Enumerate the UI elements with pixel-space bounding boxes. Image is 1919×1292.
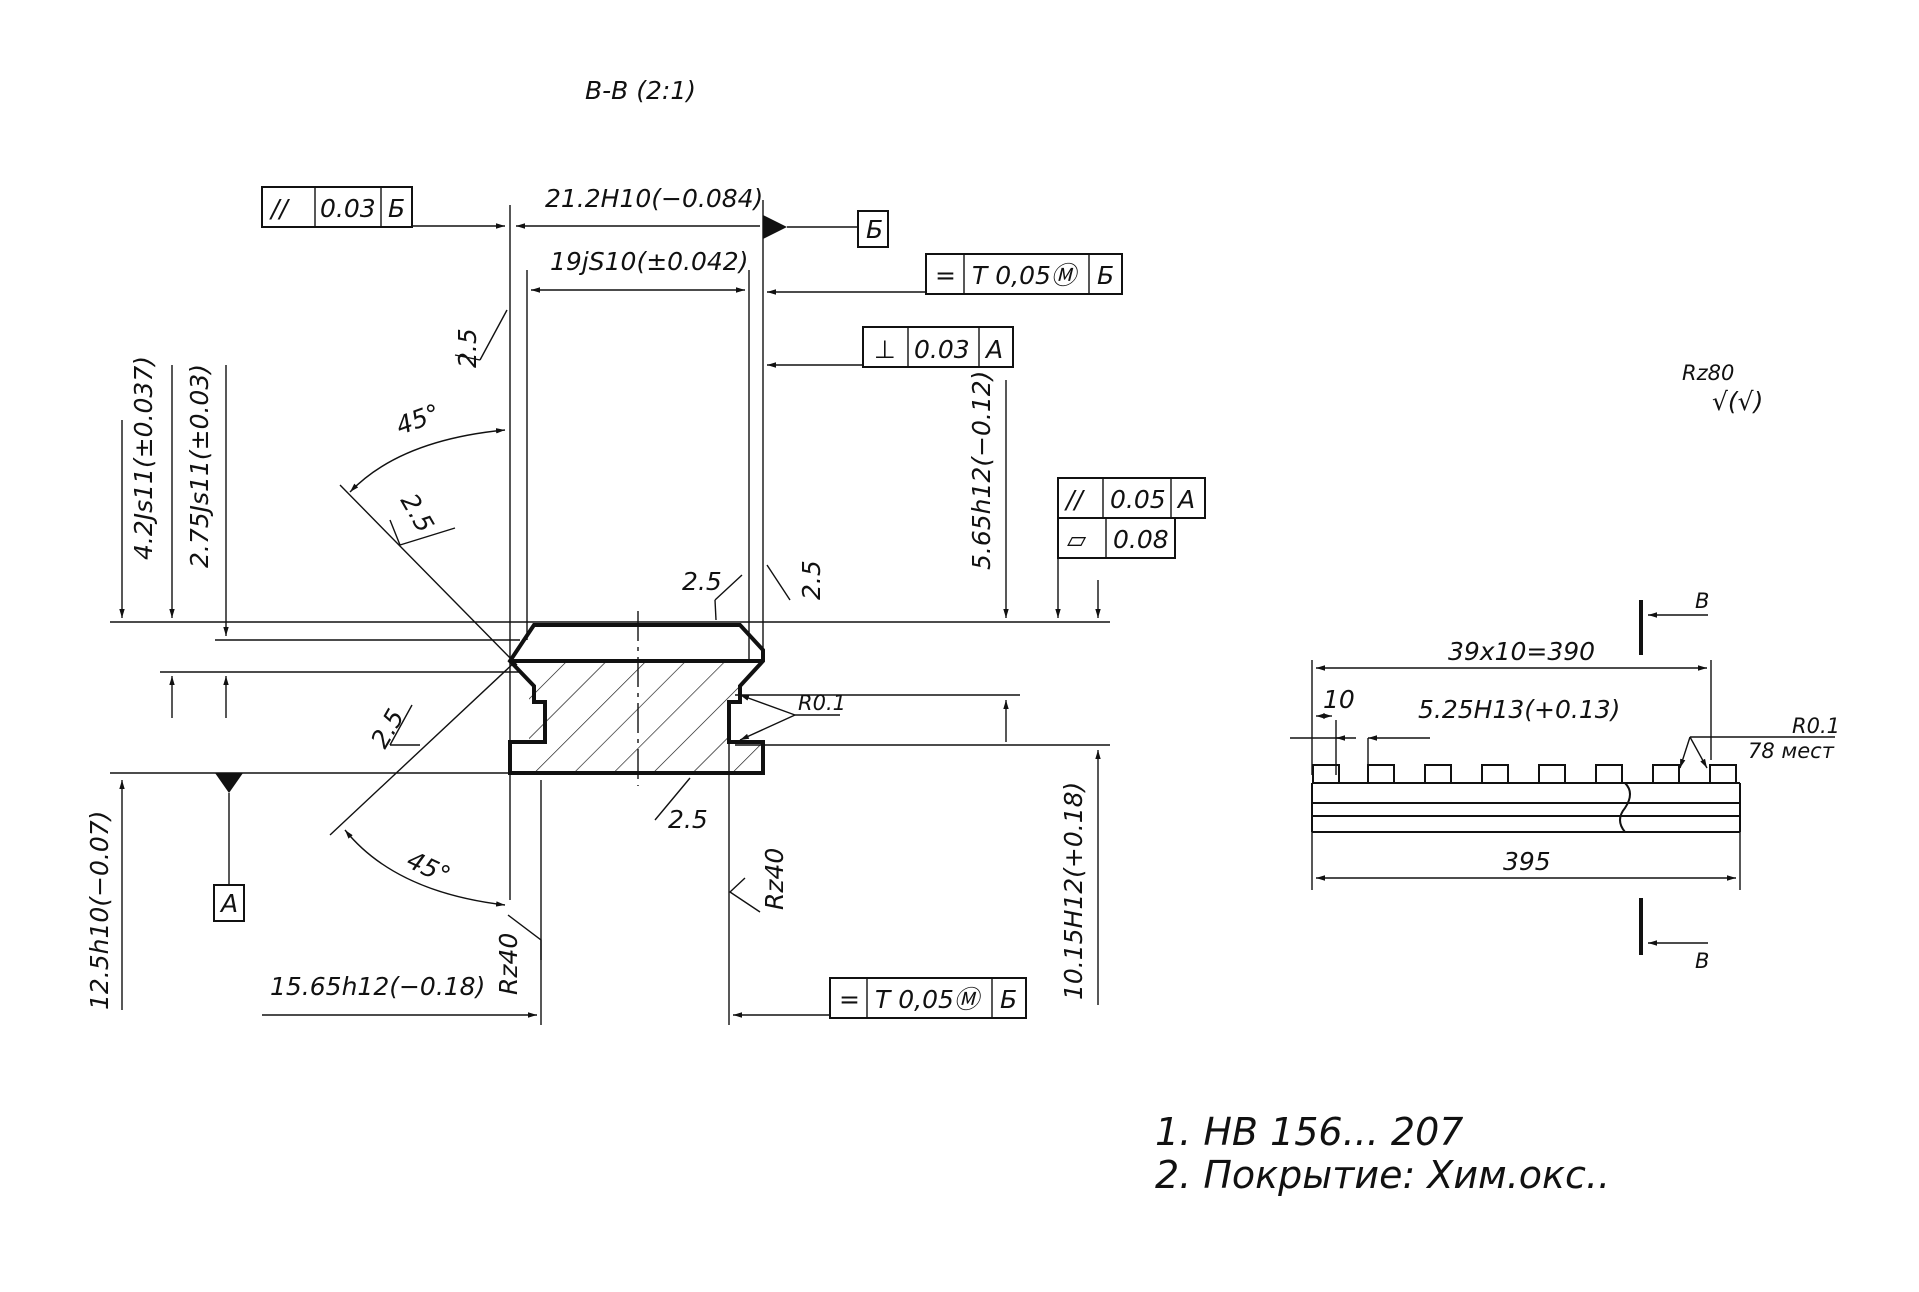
svg-text:T 0,05Ⓜ: T 0,05Ⓜ bbox=[875, 985, 983, 1014]
tolerance-frame-parallel-top: // 0.03 Б bbox=[261, 186, 413, 228]
svg-text:0.03: 0.03 bbox=[320, 194, 376, 223]
svg-text://: // bbox=[269, 194, 290, 223]
dimension-height-12-5: 12.5h10(−0.07) bbox=[85, 811, 114, 1010]
tolerance-frame-symmetry-bottom: = T 0,05Ⓜ Б bbox=[829, 977, 1027, 1019]
dimension-overall-length: 395 bbox=[1503, 847, 1551, 876]
svg-text://: // bbox=[1064, 485, 1085, 514]
dimension-pitch-unit: 10 bbox=[1323, 685, 1355, 714]
svg-text:2.5: 2.5 bbox=[453, 328, 482, 368]
tolerance-frame-parallel-right: // 0.05 A bbox=[1057, 477, 1206, 519]
radius-callout: R0.1 bbox=[798, 691, 846, 715]
extension-lines-horizontal bbox=[110, 621, 1110, 774]
section-mark-bottom: В bbox=[1639, 898, 1709, 973]
svg-text:2.5: 2.5 bbox=[395, 489, 440, 538]
places-note: 78 мест bbox=[1748, 739, 1835, 763]
svg-text:0.05: 0.05 bbox=[1110, 485, 1166, 514]
roughness-rz40-right: Rz40 bbox=[728, 848, 789, 913]
dimension-height-10-15: 10.15H12(+0.18) bbox=[1059, 782, 1088, 1000]
svg-text:0.03: 0.03 bbox=[914, 335, 970, 364]
profile-hatched-area bbox=[529, 661, 763, 774]
datum-a-triangle bbox=[215, 773, 243, 793]
roughness-general: Rz80 √(√) bbox=[1682, 361, 1763, 416]
dimension-width-19: 19jS10(±0.042) bbox=[550, 247, 748, 276]
section-mark-top: В bbox=[1639, 589, 1709, 655]
dimension-height-4-2: 4.2Js11(±0.037) bbox=[129, 356, 158, 560]
svg-text:Б: Б bbox=[1000, 985, 1017, 1014]
roughness-rz40-left: Rz40 bbox=[494, 914, 542, 995]
tolerance-frame-flatness: ▱ 0.08 bbox=[1057, 517, 1176, 559]
svg-text:2.5: 2.5 bbox=[682, 567, 722, 596]
section-title: В-В (2:1) bbox=[585, 76, 696, 105]
tolerance-frame-symmetry-top: = T 0,05Ⓜ Б bbox=[767, 253, 1123, 295]
extension-lines-vertical bbox=[509, 200, 764, 1025]
note-hardness: 1. НВ 156... 207 bbox=[1155, 1110, 1463, 1154]
svg-text:⊥: ⊥ bbox=[874, 335, 896, 364]
radius-note: R0.1 bbox=[1792, 714, 1840, 738]
svg-text:√(√): √(√) bbox=[1712, 387, 1763, 416]
dimension-slot-width: 5.25H13(+0.13) bbox=[1418, 695, 1620, 724]
angle-45-bottom: 45° bbox=[402, 845, 454, 890]
dimension-width-15-65: 15.65h12(−0.18) bbox=[270, 972, 485, 1001]
svg-text:=: = bbox=[935, 261, 956, 290]
svg-text:A: A bbox=[984, 335, 1003, 364]
dimension-height-2-75: 2.75Js11(±0.03) bbox=[185, 364, 214, 568]
svg-text:Б: Б bbox=[1097, 261, 1114, 290]
svg-text:▱: ▱ bbox=[1067, 525, 1087, 554]
dimension-height-5-65: 5.65h12(−0.12) bbox=[967, 371, 996, 570]
angle-45-top: 45° bbox=[392, 398, 444, 440]
svg-text:=: = bbox=[839, 985, 860, 1014]
rail-teeth bbox=[1312, 764, 1737, 784]
svg-text:В: В bbox=[1695, 949, 1709, 973]
datum-a-label: A bbox=[219, 889, 238, 918]
svg-text:2.5: 2.5 bbox=[797, 560, 826, 600]
svg-text:2.5: 2.5 bbox=[668, 805, 708, 834]
svg-text:0.08: 0.08 bbox=[1113, 525, 1169, 554]
svg-text:В: В bbox=[1695, 589, 1709, 613]
svg-text:T 0,05Ⓜ: T 0,05Ⓜ bbox=[972, 261, 1080, 290]
dimension-pitch: 39x10=390 bbox=[1448, 637, 1595, 666]
datum-b-triangle bbox=[763, 215, 787, 239]
datum-b-label: Б bbox=[866, 215, 883, 244]
svg-text:Rz80: Rz80 bbox=[1682, 361, 1734, 385]
tolerance-frame-perpendicular: ⊥ 0.03 A bbox=[767, 326, 1014, 368]
profile-section bbox=[507, 611, 765, 786]
svg-text:Б: Б bbox=[388, 194, 405, 223]
dimension-width-21-2: 21.2H10(−0.084) bbox=[545, 184, 763, 213]
svg-text:Rz40: Rz40 bbox=[760, 848, 789, 910]
profile-outline bbox=[507, 623, 765, 775]
svg-text:Rz40: Rz40 bbox=[494, 933, 523, 995]
note-coating: 2. Покрытие: Хим.окс.. bbox=[1155, 1153, 1610, 1197]
svg-text:A: A bbox=[1176, 485, 1195, 514]
